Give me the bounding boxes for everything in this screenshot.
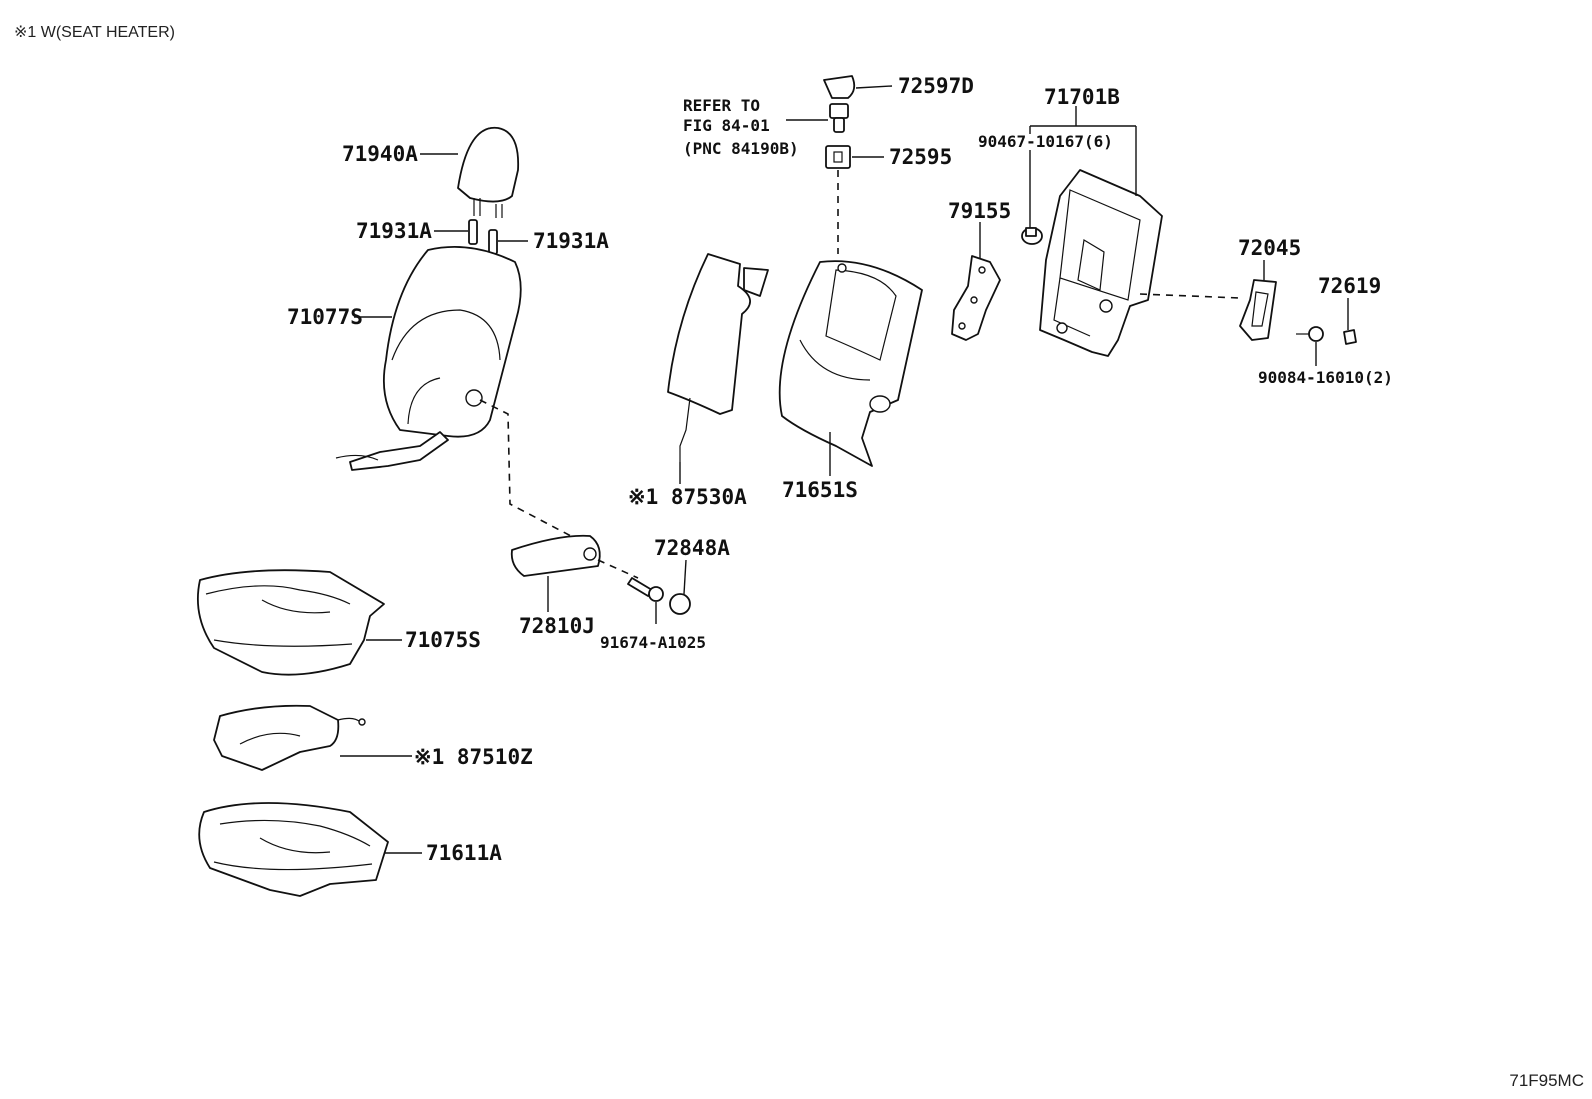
label-71077s: 71077S bbox=[287, 305, 363, 329]
seatback-pad-part[interactable] bbox=[778, 260, 923, 467]
armrest-part[interactable] bbox=[510, 534, 601, 577]
label-71931a-right: 71931A bbox=[533, 229, 609, 253]
seatback-cover-part[interactable] bbox=[335, 245, 522, 471]
label-87510z: ※1 87510Z bbox=[414, 745, 533, 769]
label-71651s: 71651S bbox=[782, 478, 858, 502]
label-90084: 90084-16010(2) bbox=[1258, 368, 1393, 387]
label-90467: 90467-10167(6) bbox=[978, 132, 1113, 151]
cap-part[interactable] bbox=[1343, 329, 1357, 345]
back-bracket-part[interactable] bbox=[951, 255, 1001, 341]
heater-note: ※1 W(SEAT HEATER) bbox=[14, 24, 175, 41]
headrest-guide-right[interactable] bbox=[488, 229, 498, 255]
label-87530a: ※1 87530A bbox=[628, 485, 747, 509]
armrest-cap-part[interactable] bbox=[669, 593, 691, 615]
label-72848a: 72848A bbox=[654, 536, 730, 560]
refer-line-3: (PNC 84190B) bbox=[683, 139, 799, 158]
label-72045: 72045 bbox=[1238, 236, 1301, 260]
label-72619: 72619 bbox=[1318, 274, 1381, 298]
label-79155: 79155 bbox=[948, 199, 1011, 223]
lock-cover-part[interactable] bbox=[823, 75, 856, 99]
label-71931a-left: 71931A bbox=[356, 219, 432, 243]
label-72810j: 72810J bbox=[519, 614, 595, 638]
back-heater-part[interactable] bbox=[667, 253, 769, 462]
bolt-part[interactable] bbox=[627, 577, 664, 602]
headrest-guide-left[interactable] bbox=[468, 219, 478, 245]
lock-knob-part[interactable] bbox=[829, 103, 849, 133]
figure-id: 71F95MC bbox=[1509, 1071, 1584, 1090]
screw-part[interactable] bbox=[1296, 326, 1324, 342]
refer-line-2: FIG 84-01 bbox=[683, 116, 770, 135]
label-91674: 91674-A1025 bbox=[600, 633, 706, 652]
cushion-pad-part[interactable] bbox=[198, 802, 389, 897]
cushion-heater-part[interactable] bbox=[213, 704, 366, 771]
clip-part[interactable] bbox=[1021, 227, 1043, 245]
back-handle-part[interactable] bbox=[1239, 279, 1277, 341]
label-72597d: 72597D bbox=[898, 74, 974, 98]
label-71075s: 71075S bbox=[405, 628, 481, 652]
refer-line-1: REFER TO bbox=[683, 96, 760, 115]
lock-bezel-part[interactable] bbox=[825, 145, 851, 169]
label-71940a: 71940A bbox=[342, 142, 418, 166]
cushion-cover-part[interactable] bbox=[197, 569, 385, 676]
label-71611a: 71611A bbox=[426, 841, 502, 865]
back-board-part[interactable] bbox=[1039, 169, 1163, 357]
headrest-part[interactable] bbox=[457, 126, 520, 218]
label-71701b: 71701B bbox=[1044, 85, 1120, 109]
label-72595: 72595 bbox=[889, 145, 952, 169]
